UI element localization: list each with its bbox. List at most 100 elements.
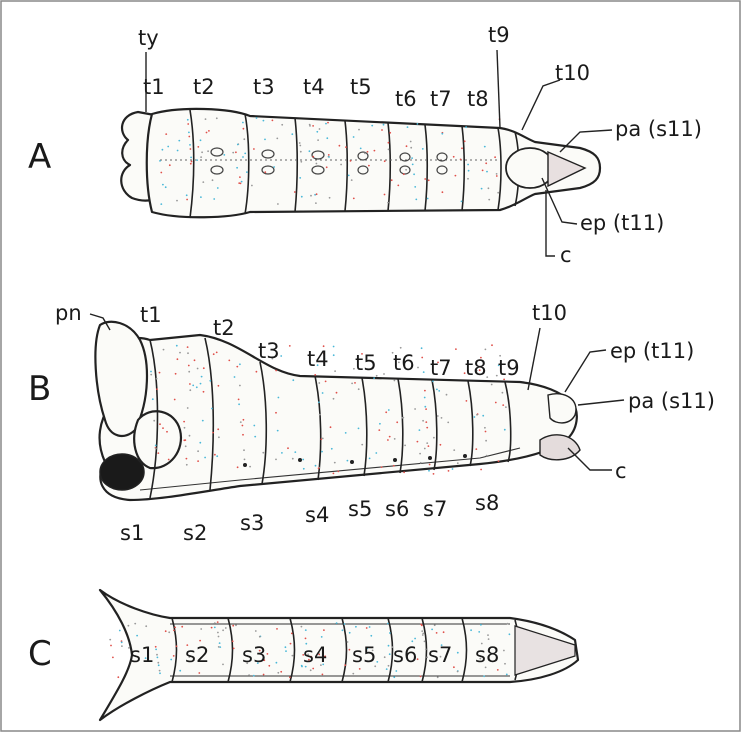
stipple-dot (455, 348, 457, 350)
stipple-dot (234, 376, 236, 378)
stipple-dot (277, 430, 279, 432)
panel-b-label-t1: t1 (140, 303, 162, 327)
stipple-dot (420, 676, 422, 678)
stipple-dot (496, 175, 498, 177)
stipple-dot (162, 427, 164, 429)
panel-c: C s1 s2 s3 s4 s5 s6 s7 s8 (28, 590, 578, 720)
stipple-dot (177, 358, 179, 360)
stipple-dot (216, 455, 218, 457)
stipple-dot (438, 390, 440, 392)
stipple-dot (320, 438, 322, 440)
stipple-dot (423, 371, 425, 373)
stipple-dot (165, 133, 167, 135)
stipple-dot (424, 406, 426, 408)
stipple-dot (309, 124, 311, 126)
panel-c-letter: C (28, 634, 52, 674)
stipple-dot (447, 422, 449, 424)
panel-b-eye (100, 454, 144, 490)
stipple-dot (316, 131, 318, 133)
stipple-dot (349, 632, 351, 634)
stipple-dot (309, 150, 311, 152)
stipple-dot (417, 123, 419, 125)
stipple-dot (235, 151, 237, 153)
stipple-dot (348, 175, 350, 177)
stipple-dot (166, 431, 168, 433)
stipple-dot (301, 196, 303, 198)
stipple-dot (291, 633, 293, 635)
stipple-dot (453, 449, 455, 451)
stipple-dot (391, 179, 393, 181)
stipple-dot (389, 632, 391, 634)
stipple-dot (488, 187, 490, 189)
stipple-dot (483, 675, 485, 677)
stipple-dot (312, 668, 314, 670)
stipple-dot (344, 664, 346, 666)
panel-a-epiproct (506, 148, 554, 188)
stipple-dot (299, 145, 301, 147)
panel-a-label-c: c (560, 243, 572, 267)
stipple-dot (239, 363, 241, 365)
stipple-dot (333, 398, 335, 400)
stipple-dot (159, 672, 161, 674)
stipple-dot (375, 452, 377, 454)
stipple-dot (209, 380, 211, 382)
panel-a-label-t3: t3 (253, 75, 275, 99)
stipple-dot (480, 624, 482, 626)
stipple-dot (185, 445, 187, 447)
stipple-dot (360, 148, 362, 150)
stipple-dot (121, 642, 123, 644)
stipple-dot (184, 427, 186, 429)
panel-b: B (28, 301, 715, 545)
stipple-dot (228, 360, 230, 362)
stipple-dot (179, 670, 181, 672)
stipple-dot (184, 439, 186, 441)
stipple-dot (393, 465, 395, 467)
stipple-dot (388, 142, 390, 144)
panel-b-label-s5: s5 (348, 497, 372, 521)
stipple-dot (186, 199, 188, 201)
stipple-dot (422, 634, 424, 636)
stipple-dot (204, 457, 206, 459)
stipple-dot (334, 370, 336, 372)
panel-a-label-t9: t9 (488, 23, 510, 47)
stipple-dot (202, 181, 204, 183)
stipple-dot (263, 674, 265, 676)
stipple-dot (218, 646, 220, 648)
stipple-dot (188, 371, 190, 373)
stipple-dot (155, 649, 157, 651)
stipple-dot (419, 453, 421, 455)
panel-b-label-s6: s6 (385, 497, 409, 521)
stipple-dot (448, 470, 450, 472)
stipple-dot (476, 414, 478, 416)
panel-c-label-s3: s3 (242, 643, 266, 667)
stipple-dot (441, 417, 443, 419)
stipple-dot (262, 452, 264, 454)
stipple-dot (368, 165, 370, 167)
stipple-dot (457, 462, 459, 464)
stipple-dot (246, 171, 248, 173)
panel-c-label-s7: s7 (428, 643, 452, 667)
stipple-dot (243, 138, 245, 140)
stipple-dot (351, 179, 353, 181)
stipple-dot (187, 352, 189, 354)
stipple-dot (333, 473, 335, 475)
stipple-dot (345, 146, 347, 148)
stipple-dot (485, 349, 487, 351)
panel-a-letter: A (28, 137, 51, 177)
stipple-dot (197, 460, 199, 462)
stipple-dot (237, 144, 239, 146)
stipple-dot (197, 450, 199, 452)
stipple-dot (485, 431, 487, 433)
stipple-dot (287, 447, 289, 449)
stipple-dot (169, 164, 171, 166)
stipple-dot (264, 171, 266, 173)
stipple-dot (292, 458, 294, 460)
stipple-dot (336, 392, 338, 394)
stipple-dot (315, 465, 317, 467)
stipple-dot (189, 389, 191, 391)
stipple-dot (276, 628, 278, 630)
stipple-dot (275, 459, 277, 461)
stipple-dot (203, 391, 205, 393)
stipple-dot (219, 642, 221, 644)
stipple-dot (388, 645, 390, 647)
